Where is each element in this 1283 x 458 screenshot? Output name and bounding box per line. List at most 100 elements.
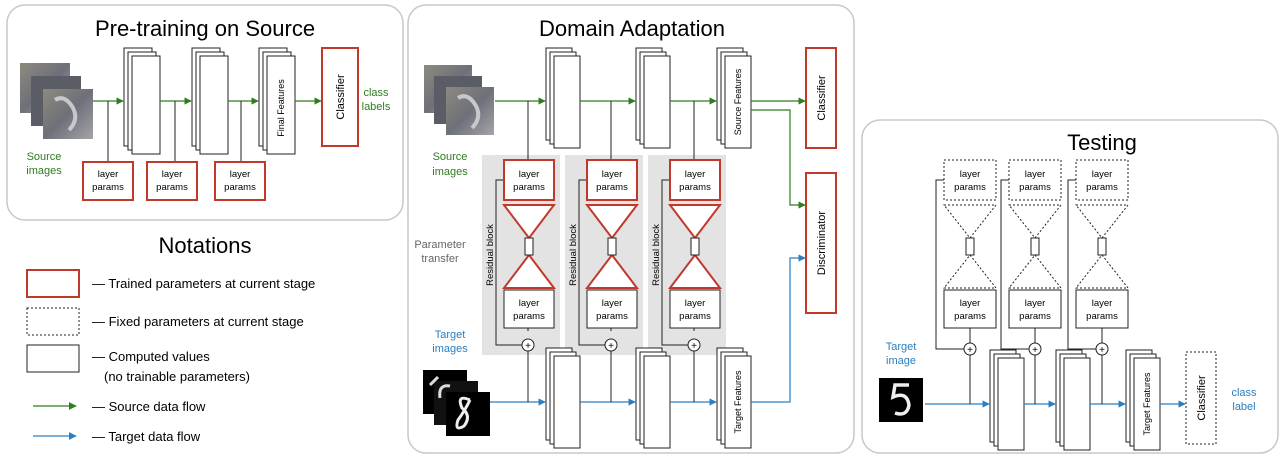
layer-params-box (146, 161, 198, 201)
layer-params-label: params (1086, 182, 1118, 193)
discriminator-box (805, 172, 837, 314)
residual-stage-1 (501, 159, 557, 352)
test-target-features-stack (1125, 349, 1161, 451)
testing-title: Testing (1067, 130, 1137, 155)
layer-params-box (214, 161, 266, 201)
layer-params-label: layer (1025, 169, 1046, 180)
residual-stage-3 (667, 159, 723, 352)
residual-block-label: Residual block (568, 224, 579, 286)
layer-params-label: layer (519, 169, 540, 180)
feature-stack-2 (191, 47, 229, 155)
plus-circle-icon (963, 342, 977, 356)
target-digit-image (879, 378, 923, 422)
class-label-label-2: label (1232, 401, 1255, 413)
source-features-label: Source Features (733, 68, 743, 135)
plus-circle-icon (687, 338, 701, 352)
target-features-label: Target Features (733, 370, 743, 434)
layer-params-label: params (224, 182, 256, 193)
class-labels-label-2: labels (362, 101, 391, 113)
layer-params-label: layer (1025, 298, 1046, 309)
classifier-label: Classifier (1196, 375, 1208, 421)
plus-sign: + (525, 341, 531, 352)
source-feature-stack-2 (635, 47, 671, 149)
source-image-stack (20, 63, 93, 139)
notation-computed-2: (no trainable parameters) (104, 369, 250, 384)
source-features-stack (716, 47, 752, 149)
target-images-label-2: images (432, 343, 468, 355)
layer-params-label: layer (685, 169, 706, 180)
pretraining-title: Pre-training on Source (95, 16, 315, 41)
testing-panel: Testing Target image Target Features Cla… (861, 119, 1279, 454)
notations-title: Notations (159, 233, 252, 258)
layer-params-label: params (92, 182, 124, 193)
classifier-label: Classifier (816, 75, 828, 121)
plus-circle-icon (604, 338, 618, 352)
plus-sign: + (967, 345, 973, 356)
layer-params-label: layer (602, 169, 623, 180)
layer-params-label: params (513, 182, 545, 193)
layer-params-label: layer (602, 298, 623, 309)
plus-circle-icon (1095, 342, 1109, 356)
layer-params-box (1075, 159, 1129, 201)
layer-params-label: params (156, 182, 188, 193)
computed-swatch (26, 344, 80, 373)
source-feature-stack-1 (545, 47, 581, 149)
notation-source-flow: — Source data flow (92, 399, 206, 414)
target-images-label-1: Target (435, 329, 466, 341)
notation-trained: — Trained parameters at current stage (92, 276, 315, 291)
source-images-label-2: images (26, 165, 62, 177)
target-digit-images (423, 370, 490, 436)
layer-params-box (669, 289, 721, 329)
adaptation-panel: Domain Adaptation Source images Paramete… (407, 4, 855, 454)
classifier-box (321, 47, 359, 147)
final-features-stack (258, 47, 296, 155)
layer-params-label: params (596, 311, 628, 322)
trained-swatch (26, 269, 80, 298)
residual-block-label: Residual block (485, 224, 496, 286)
source-images-label-1: Source (27, 151, 62, 163)
layer-params-label: layer (960, 169, 981, 180)
layer-params-box (1075, 289, 1129, 329)
layer-params-box (586, 289, 638, 329)
layer-params-box (1008, 289, 1062, 329)
layer-params-box (586, 159, 638, 201)
plus-sign: + (691, 341, 697, 352)
parameter-transfer-label-2: transfer (421, 253, 459, 265)
layer-params-box (943, 289, 997, 329)
test-feature-stack-2 (1055, 349, 1091, 451)
layer-params-label: layer (230, 169, 251, 180)
layer-params-label: layer (685, 298, 706, 309)
residual-stage-2 (584, 159, 640, 352)
target-image-label-1: Target (886, 341, 917, 353)
layer-params-box (1008, 159, 1062, 201)
layer-params-label: layer (1092, 298, 1113, 309)
layer-params-label: layer (162, 169, 183, 180)
parameter-transfer-label-1: Parameter (414, 239, 466, 251)
classifier-label: Classifier (335, 74, 347, 120)
plus-circle-icon (1028, 342, 1042, 356)
layer-params-box (503, 159, 555, 201)
layer-params-box (943, 159, 997, 201)
residual-block-label: Residual block (651, 224, 662, 286)
layer-params-label: layer (960, 298, 981, 309)
class-label-label-1: class (1231, 387, 1257, 399)
fixed-swatch (26, 307, 80, 336)
plus-sign: + (1099, 345, 1105, 356)
layer-params-label: params (954, 182, 986, 193)
plus-sign: + (608, 341, 614, 352)
target-features-stack (716, 347, 752, 449)
layer-params-label: params (513, 311, 545, 322)
layer-params-label: params (679, 311, 711, 322)
layer-params-label: params (596, 182, 628, 193)
layer-params-label: params (679, 182, 711, 193)
layer-params-box (82, 161, 134, 201)
layer-params-label: layer (1092, 169, 1113, 180)
adaptation-title: Domain Adaptation (539, 16, 725, 41)
plus-sign: + (1032, 345, 1038, 356)
layer-params-label: params (954, 311, 986, 322)
classifier-box (1185, 351, 1217, 445)
notations-legend: Notations — Trained parameters at curren… (26, 233, 315, 444)
feature-stack-1 (123, 47, 161, 155)
plus-circle-icon (521, 338, 535, 352)
